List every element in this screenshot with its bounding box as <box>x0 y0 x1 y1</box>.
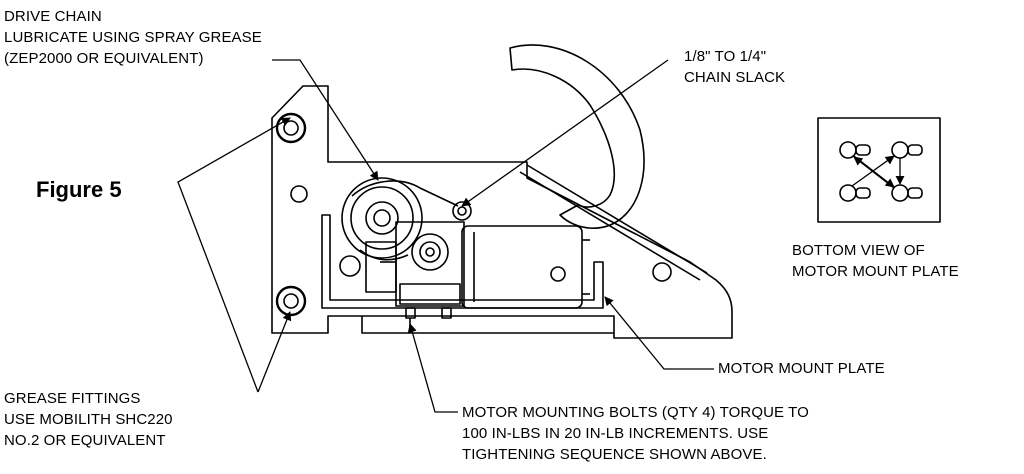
drive-chain-callout: DRIVE CHAIN LUBRICATE USING SPRAY GREASE… <box>4 6 262 69</box>
mounting-bolts-leader <box>407 323 458 413</box>
bottom-view-line1: BOTTOM VIEW OF <box>792 242 925 259</box>
grease-fitting-bottom <box>275 285 307 317</box>
mounting-bolts-line3: TIGHTENING SEQUENCE SHOWN ABOVE. <box>462 446 767 463</box>
bracket-edge-2 <box>519 171 701 281</box>
drive-chain <box>351 180 459 207</box>
chain-slack-value: 1/8" TO 1/4" <box>684 48 767 65</box>
grease-fitting-top <box>275 112 307 144</box>
chain-slack-callout: 1/8" TO 1/4" CHAIN SLACK <box>684 46 785 88</box>
figure-label: Figure 5 <box>36 177 122 202</box>
drive-chain-title: DRIVE CHAIN <box>4 8 102 25</box>
bottom-view-box <box>817 117 941 223</box>
motor-screw <box>550 266 566 282</box>
chain-slack-leader <box>461 59 669 207</box>
mounting-bolts-callout: MOTOR MOUNTING BOLTS (QTY 4) TORQUE TO 1… <box>462 402 809 465</box>
bottom-view-caption: BOTTOM VIEW OF MOTOR MOUNT PLATE <box>792 240 959 282</box>
drive-chain-leader <box>272 59 379 181</box>
idler-bolt <box>452 201 472 221</box>
mounting-bolts-line2: 100 IN-LBS IN 20 IN-LB INCREMENTS. USE <box>462 425 769 442</box>
drive-chain-spec: (ZEP2000 OR EQUIVALENT) <box>4 50 204 67</box>
bracket-hole-3 <box>652 262 672 282</box>
grease-fittings-instruction: USE MOBILITH SHC220 <box>4 411 173 428</box>
motor-mount-leader <box>604 296 714 370</box>
motor-body <box>461 225 583 309</box>
bottom-view-line2: MOTOR MOUNT PLATE <box>792 263 959 280</box>
bracket-hole-2 <box>339 255 361 277</box>
grease-fittings-title: GREASE FITTINGS <box>4 390 141 407</box>
bracket-plate <box>271 85 733 339</box>
grease-fittings-callout: GREASE FITTINGS USE MOBILITH SHC220 NO.2… <box>4 388 173 451</box>
bracket-hole-1 <box>290 185 308 203</box>
drive-sprocket <box>341 177 423 259</box>
mounting-bolts-line1: MOTOR MOUNTING BOLTS (QTY 4) TORQUE TO <box>462 404 809 421</box>
bottom-view-bolts <box>839 141 923 202</box>
bottom-plate <box>361 316 614 334</box>
grease-leader-bottom <box>257 311 292 393</box>
grease-fittings-spec: NO.2 OR EQUIVALENT <box>4 432 166 449</box>
hook-arm <box>509 44 645 229</box>
chain-slack-title: CHAIN SLACK <box>684 69 786 86</box>
drive-chain-instruction: LUBRICATE USING SPRAY GREASE <box>4 29 262 46</box>
bracket-edge <box>526 164 708 274</box>
motor-mount-plate-callout: MOTOR MOUNT PLATE <box>718 358 885 379</box>
motor-mount-plate-title: MOTOR MOUNT PLATE <box>718 360 885 377</box>
grease-leader-top <box>177 117 291 393</box>
